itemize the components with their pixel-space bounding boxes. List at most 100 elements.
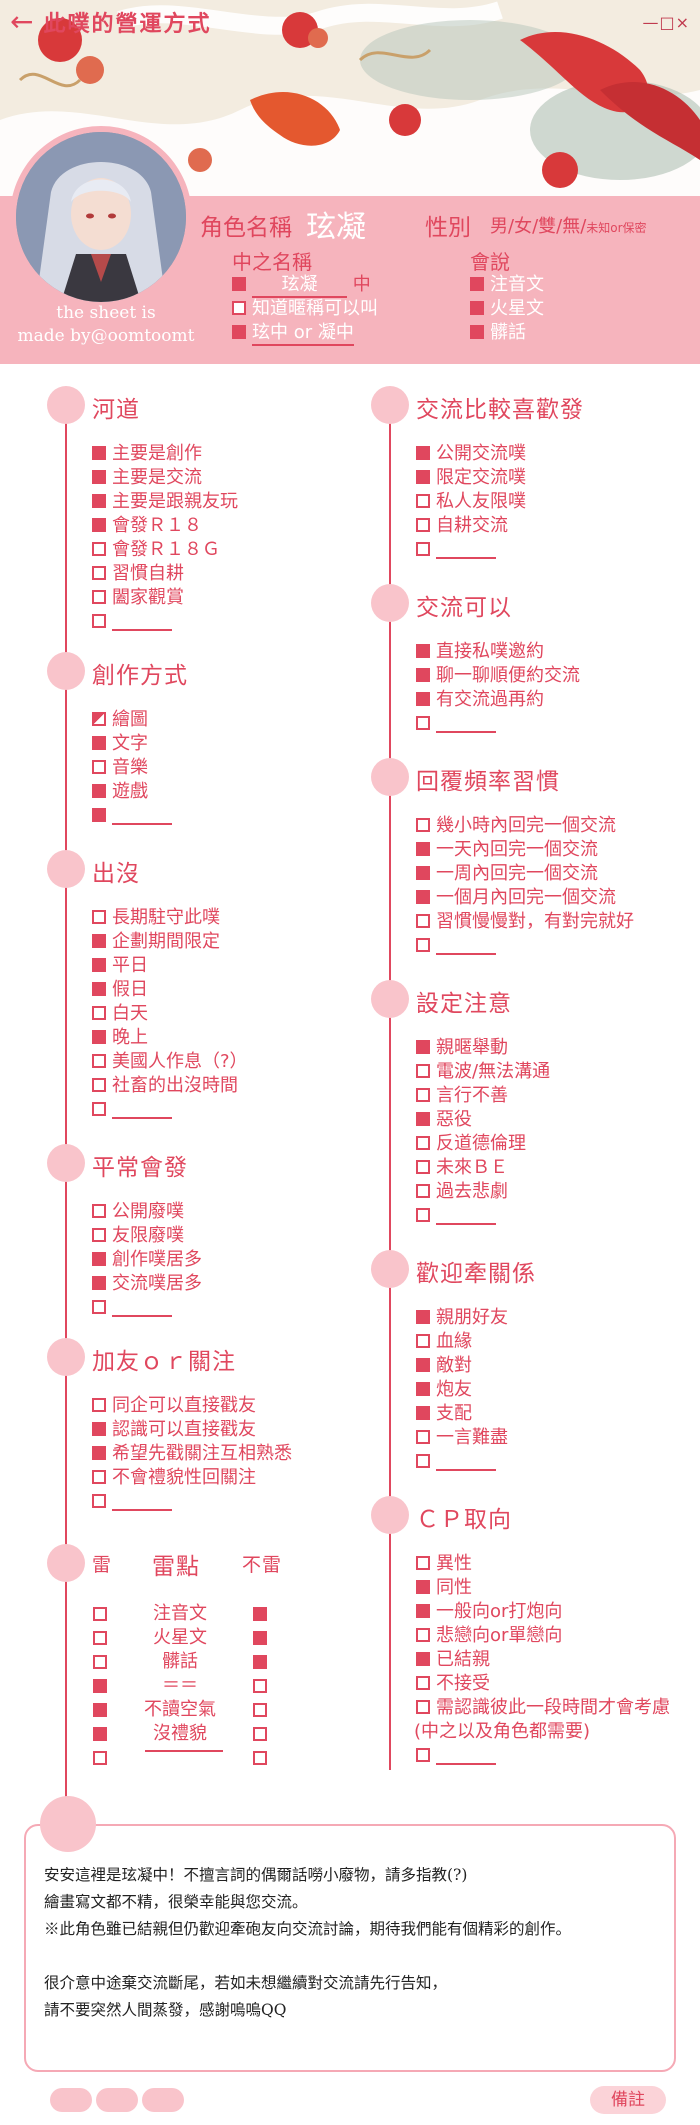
- checkbox[interactable]: [232, 301, 246, 315]
- checkbox[interactable]: [416, 938, 430, 952]
- option-item[interactable]: [416, 1744, 496, 1768]
- option-item[interactable]: 幾小時內回完一個交流: [416, 814, 616, 838]
- option-item[interactable]: 友限廢噗: [92, 1224, 184, 1248]
- option-item[interactable]: 一言難盡: [416, 1426, 508, 1450]
- option-item[interactable]: 聊一聊順便約交流: [416, 664, 580, 688]
- checkbox[interactable]: [416, 1748, 430, 1762]
- blank-line[interactable]: [112, 1117, 172, 1119]
- checkbox[interactable]: [470, 277, 484, 291]
- checkbox[interactable]: [416, 1700, 430, 1714]
- checkbox[interactable]: [92, 470, 106, 484]
- nickname-item-1[interactable]: 玹凝 中: [232, 270, 371, 298]
- blank-line[interactable]: [436, 953, 496, 955]
- checkbox[interactable]: [416, 1310, 430, 1324]
- thunder-right-checkbox[interactable]: [253, 1631, 267, 1645]
- option-item[interactable]: 主要是創作: [92, 442, 202, 466]
- option-item[interactable]: 直接私噗邀約: [416, 640, 544, 664]
- option-item[interactable]: 異性: [416, 1552, 472, 1576]
- nickname-item-3[interactable]: 玹中 or 凝中: [232, 318, 354, 346]
- checkbox[interactable]: [470, 325, 484, 339]
- option-item[interactable]: [416, 538, 496, 562]
- checkbox[interactable]: [92, 1228, 106, 1242]
- checkbox[interactable]: [416, 1358, 430, 1372]
- option-item[interactable]: 悲戀向or單戀向: [416, 1624, 562, 1648]
- checkbox[interactable]: [92, 808, 106, 822]
- option-item[interactable]: 習慣自耕: [92, 562, 184, 586]
- thunder-right-checkbox[interactable]: [253, 1751, 267, 1765]
- blank-line[interactable]: [436, 731, 496, 733]
- option-item[interactable]: 主要是跟親友玩: [92, 490, 238, 514]
- option-item[interactable]: 社畜的出沒時間: [92, 1074, 238, 1098]
- option-item[interactable]: 一周內回完一個交流: [416, 862, 598, 886]
- checkbox[interactable]: [92, 1054, 106, 1068]
- option-item[interactable]: 已結親: [416, 1648, 490, 1672]
- option-item[interactable]: [416, 712, 496, 736]
- language-item-1[interactable]: 注音文: [470, 270, 544, 296]
- checkbox[interactable]: [92, 1006, 106, 1020]
- option-item[interactable]: 血緣: [416, 1330, 472, 1354]
- checkbox[interactable]: [92, 518, 106, 532]
- checkbox[interactable]: [92, 1494, 106, 1508]
- option-item[interactable]: 支配: [416, 1402, 472, 1426]
- option-item[interactable]: 交流噗居多: [92, 1272, 202, 1296]
- option-item[interactable]: 公開廢噗: [92, 1200, 184, 1224]
- checkbox[interactable]: [92, 1276, 106, 1290]
- blank-line[interactable]: [436, 1223, 496, 1225]
- blank-line[interactable]: [436, 557, 496, 559]
- thunder-left-checkbox[interactable]: [93, 1679, 107, 1693]
- option-item[interactable]: [92, 804, 172, 828]
- option-item[interactable]: 美國人作息（?）: [92, 1050, 248, 1074]
- checkbox[interactable]: [416, 1652, 430, 1666]
- checkbox[interactable]: [92, 1470, 106, 1484]
- checkbox[interactable]: [416, 470, 430, 484]
- gender-options[interactable]: 男/女/雙/無/未知or保密: [490, 216, 647, 237]
- checkbox[interactable]: [92, 1102, 106, 1116]
- option-item[interactable]: 一般向or打炮向: [416, 1600, 562, 1624]
- checkbox[interactable]: [92, 566, 106, 580]
- checkbox[interactable]: [416, 668, 430, 682]
- checkbox[interactable]: [92, 760, 106, 774]
- name-value[interactable]: 玹凝: [306, 210, 366, 245]
- checkbox[interactable]: [416, 542, 430, 556]
- option-item[interactable]: 假日: [92, 978, 148, 1002]
- checkbox[interactable]: [416, 1112, 430, 1126]
- option-item[interactable]: 需認識彼此一段時間才會考慮: [416, 1696, 670, 1720]
- thunder-right-checkbox[interactable]: [253, 1655, 267, 1669]
- checkbox[interactable]: [416, 1208, 430, 1222]
- checkbox[interactable]: [416, 1556, 430, 1570]
- blank-line[interactable]: [145, 1750, 223, 1752]
- checkbox[interactable]: [416, 1334, 430, 1348]
- thunder-left-checkbox[interactable]: [93, 1607, 107, 1621]
- option-item[interactable]: [416, 1204, 496, 1228]
- option-item[interactable]: 認識可以直接戳友: [92, 1418, 256, 1442]
- checkbox[interactable]: [416, 1064, 430, 1078]
- checkbox[interactable]: [416, 1184, 430, 1198]
- checkbox[interactable]: [416, 914, 430, 928]
- checkbox[interactable]: [416, 1628, 430, 1642]
- checkbox[interactable]: [92, 784, 106, 798]
- thunder-right-checkbox[interactable]: [253, 1703, 267, 1717]
- thunder-left-checkbox[interactable]: [93, 1703, 107, 1717]
- option-item[interactable]: 過去悲劇: [416, 1180, 508, 1204]
- checkbox[interactable]: [232, 325, 246, 339]
- thunder-left-checkbox[interactable]: [93, 1631, 107, 1645]
- blank-line[interactable]: [436, 1763, 496, 1765]
- option-item[interactable]: 平日: [92, 954, 148, 978]
- option-item[interactable]: 電波/無法溝通: [416, 1060, 550, 1084]
- checkbox[interactable]: [416, 890, 430, 904]
- checkbox[interactable]: [416, 518, 430, 532]
- thunder-right-checkbox[interactable]: [253, 1607, 267, 1621]
- option-item[interactable]: 晚上: [92, 1026, 148, 1050]
- checkbox[interactable]: [416, 494, 430, 508]
- thunder-right-checkbox[interactable]: [253, 1727, 267, 1741]
- memo-button[interactable]: 備註: [590, 2086, 666, 2114]
- option-item[interactable]: 繪圖: [92, 708, 148, 732]
- option-item[interactable]: [92, 1490, 172, 1514]
- option-item[interactable]: 反道德倫理: [416, 1132, 526, 1156]
- option-item[interactable]: 文字: [92, 732, 148, 756]
- checkbox[interactable]: [416, 692, 430, 706]
- checkbox[interactable]: [416, 1604, 430, 1618]
- checkbox[interactable]: [416, 842, 430, 856]
- thunder-right-checkbox[interactable]: [253, 1679, 267, 1693]
- checkbox[interactable]: [92, 1204, 106, 1218]
